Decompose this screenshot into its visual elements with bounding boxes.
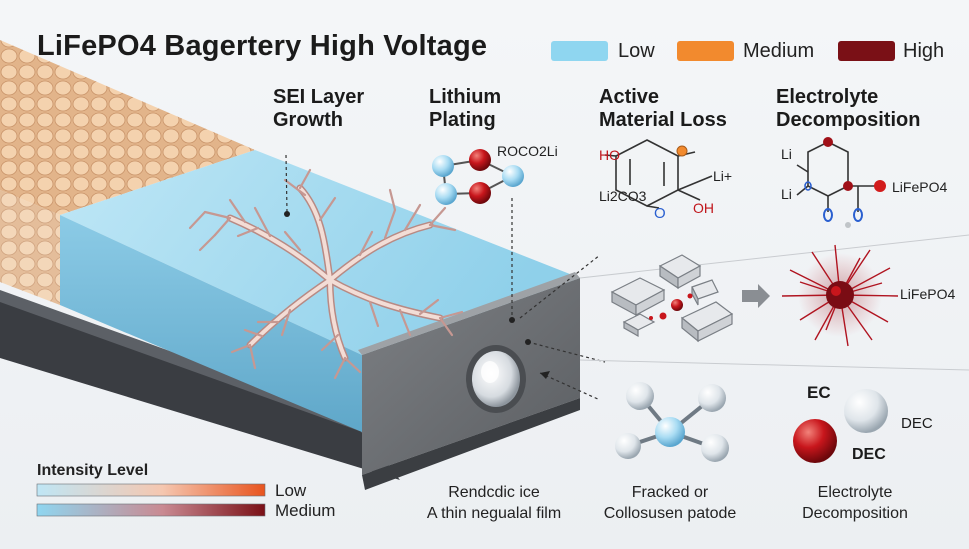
legend-label-high: High xyxy=(903,40,945,62)
label-roco2li: ROCO2Li xyxy=(497,143,558,159)
legend-label-medium: Medium xyxy=(743,40,815,62)
legend-label-low: Low xyxy=(618,40,655,62)
legend-swatch-high xyxy=(838,41,895,61)
ec-dec-particles xyxy=(793,389,888,463)
legend-swatch-medium xyxy=(677,41,734,61)
severity-legend-swatches xyxy=(551,41,895,61)
heading-lithium-plating: Lithium Plating xyxy=(429,86,502,131)
caption-thin-film: Rendcdic ice A thin negualal film xyxy=(426,484,562,522)
intensity-bar-low xyxy=(36,483,266,497)
label-dec-bottom: DEC xyxy=(852,446,886,463)
label-oxygen: O xyxy=(654,205,666,222)
intensity-title: Intensity Level xyxy=(37,462,149,479)
electrolyte-molecule xyxy=(796,137,886,228)
legend-swatch-low xyxy=(551,41,608,61)
solvent-molecule xyxy=(615,382,729,462)
fractured-particles xyxy=(610,254,734,343)
caption-electrolyte-decomposition: Electrolyte Decomposition xyxy=(802,484,908,522)
intensity-label-medium: Medium xyxy=(275,501,336,520)
label-li-bottom: Li xyxy=(781,186,792,202)
pointer-lines xyxy=(285,154,606,401)
diagram-title: LiFePO4 Bagertery High Voltage xyxy=(37,30,488,62)
heading-sei-layer-growth: SEI Layer Growth xyxy=(273,86,365,131)
battery-slab xyxy=(0,40,580,490)
intensity-scale xyxy=(36,483,266,517)
degradation-burst xyxy=(781,244,899,347)
label-ec: EC xyxy=(807,383,831,402)
label-dec-right: DEC xyxy=(901,415,933,432)
caption-fractured-cathode: Fracked or Collosusen patode xyxy=(603,484,737,522)
heading-electrolyte-decomposition: Electrolyte Decomposition xyxy=(776,86,921,131)
intensity-label-low: Low xyxy=(275,481,307,500)
label-li2co3: Li2CO3 xyxy=(599,188,647,204)
lithium-dendrite xyxy=(188,168,464,380)
label-lifepo4-burst: LiFePO4 xyxy=(900,286,956,302)
lithium-plating-molecule xyxy=(432,149,524,205)
label-lifepo4-molecule: LiFePO4 xyxy=(892,179,948,195)
electrolyte-layer xyxy=(60,150,580,355)
label-oh: OH xyxy=(693,200,714,216)
label-ho: HO xyxy=(599,147,620,163)
label-li-plus: Li+ xyxy=(713,168,733,184)
heading-active-material-loss: Active Material Loss xyxy=(599,86,727,131)
label-li-top: Li xyxy=(781,146,792,162)
transform-arrow xyxy=(742,284,770,308)
intensity-bar-medium xyxy=(36,503,266,517)
divider-lines xyxy=(579,234,969,371)
